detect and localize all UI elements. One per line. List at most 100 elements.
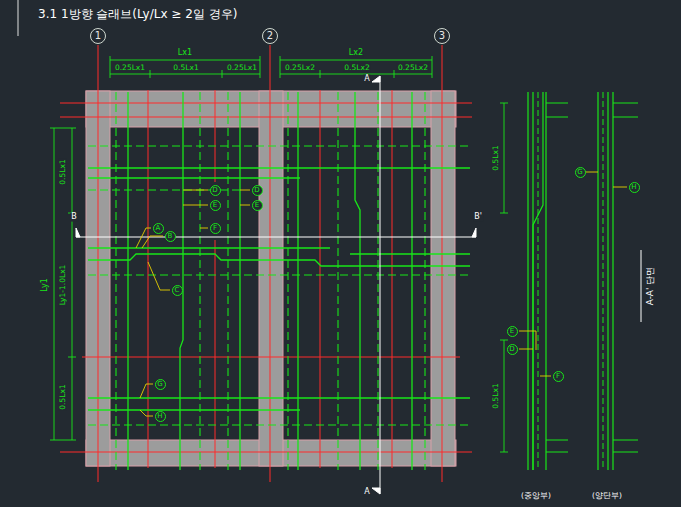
drawing-label: B [70,213,78,222]
section-rebar [533,92,543,470]
callout-circle: E [507,326,518,337]
callout-letter: A [156,225,161,232]
callout-letter: H [157,413,162,420]
callout-letter: G [157,381,162,388]
section-rebar [597,92,598,470]
callout-circle: E [252,200,263,211]
section-rebar [607,92,608,470]
leader-line [519,331,536,350]
grid-line [60,45,472,482]
section-rebar-dashed [538,92,603,470]
section-rebar [612,92,613,470]
dimension-text: A-A' 단면 [646,266,656,307]
rebar-dashed [227,92,228,470]
rebar-line [350,253,470,254]
leader-line [140,410,153,416]
dimension-line [320,70,321,78]
dimension-line [222,70,223,78]
rebar-line [88,167,470,168]
rebar-line [411,92,412,470]
callout-circle: H [629,182,640,193]
rebar-dashed [88,145,470,146]
drawing-label: 0.25Lx1 [114,64,146,72]
callout-circle: E [210,200,221,211]
rebar-line [88,92,470,470]
callout-circle: B [165,231,176,242]
section-cut [76,76,476,494]
section-cut [372,76,380,82]
callout-circle: A [153,223,164,234]
rebar-line [88,254,470,266]
drawing-label: 0.5Lx1 [172,64,199,72]
rebar-line [180,92,183,470]
rebar-dashed [115,92,116,470]
rebar-dashed [337,92,338,470]
rebar-line [239,92,240,470]
dimension-line [432,56,433,78]
section-rebar [527,92,528,470]
grid-line [60,103,472,104]
dimension-line [110,56,111,78]
rebar-dashed [377,92,378,470]
drawing-label: 0.25Lx1 [226,64,258,72]
drawing-label: Lx2 [348,49,364,58]
callout-letter: D [212,187,217,194]
drawing-label: 0.5Lx2 [343,64,370,72]
beam-band [431,91,455,466]
dimension-line [500,340,508,341]
dimension-line [50,440,76,441]
dimension-line [500,452,508,453]
callout-letter: E [510,328,514,335]
dimension-line [394,70,395,78]
dimension-text: Ly1 [41,277,50,293]
rebar-line [355,92,360,470]
rebar-dashed [287,92,288,470]
rebar-dashed [424,92,425,470]
dimension-line [72,128,73,440]
section-cut [76,228,80,237]
callout-circle: G [575,167,586,178]
dimension-text: 0.5Lx1 [59,158,67,185]
leader-line [183,190,208,191]
rebar-line [88,397,470,398]
grid-line [270,45,271,482]
drawing-label: (양단부) [591,492,623,500]
title-rule [18,0,19,36]
leader-line [148,262,170,290]
section-cut [472,228,476,237]
leader-line [585,172,598,173]
grid-line [320,90,321,468]
dimension-text: 0.5Lx1 [492,382,500,409]
grid-line [60,452,472,453]
callout-circle: C [172,285,183,296]
dimension-line [68,357,76,358]
dimension-text: 0.5Lx1 [492,144,500,171]
drawing-label: 0.25Lx2 [397,64,429,72]
rebar-line [88,409,300,410]
grid-bubble: 2 [262,28,278,44]
grid-line [442,45,443,482]
drawing-label: Lx1 [177,49,193,58]
rebar-line [88,177,300,178]
leader-line [183,205,208,206]
grid-line [392,90,393,468]
drawing-label: (중앙부) [520,492,552,500]
rebar-line [88,247,330,248]
rebar-dashed [88,92,470,470]
callout-circle: F [210,223,221,234]
dimension-line [54,128,55,440]
grid-number: 3 [439,31,445,41]
leader-line [200,228,208,229]
rebar-dashed [88,424,470,425]
dimension-text: Ly1-1.0Lx1 [59,264,67,307]
callout-letter: F [213,225,217,232]
drawing-title: 3.1 1방향 슬래브(Ly/Lx ≥ 2일 경우) [38,6,237,23]
dimension-line [50,128,76,129]
dimension-line [280,74,432,75]
grid-line [98,45,99,482]
grid-number: 2 [267,31,273,41]
section-rebar-dashed [538,92,539,470]
dimension-line [50,56,508,452]
callout-circle: F [553,371,564,382]
